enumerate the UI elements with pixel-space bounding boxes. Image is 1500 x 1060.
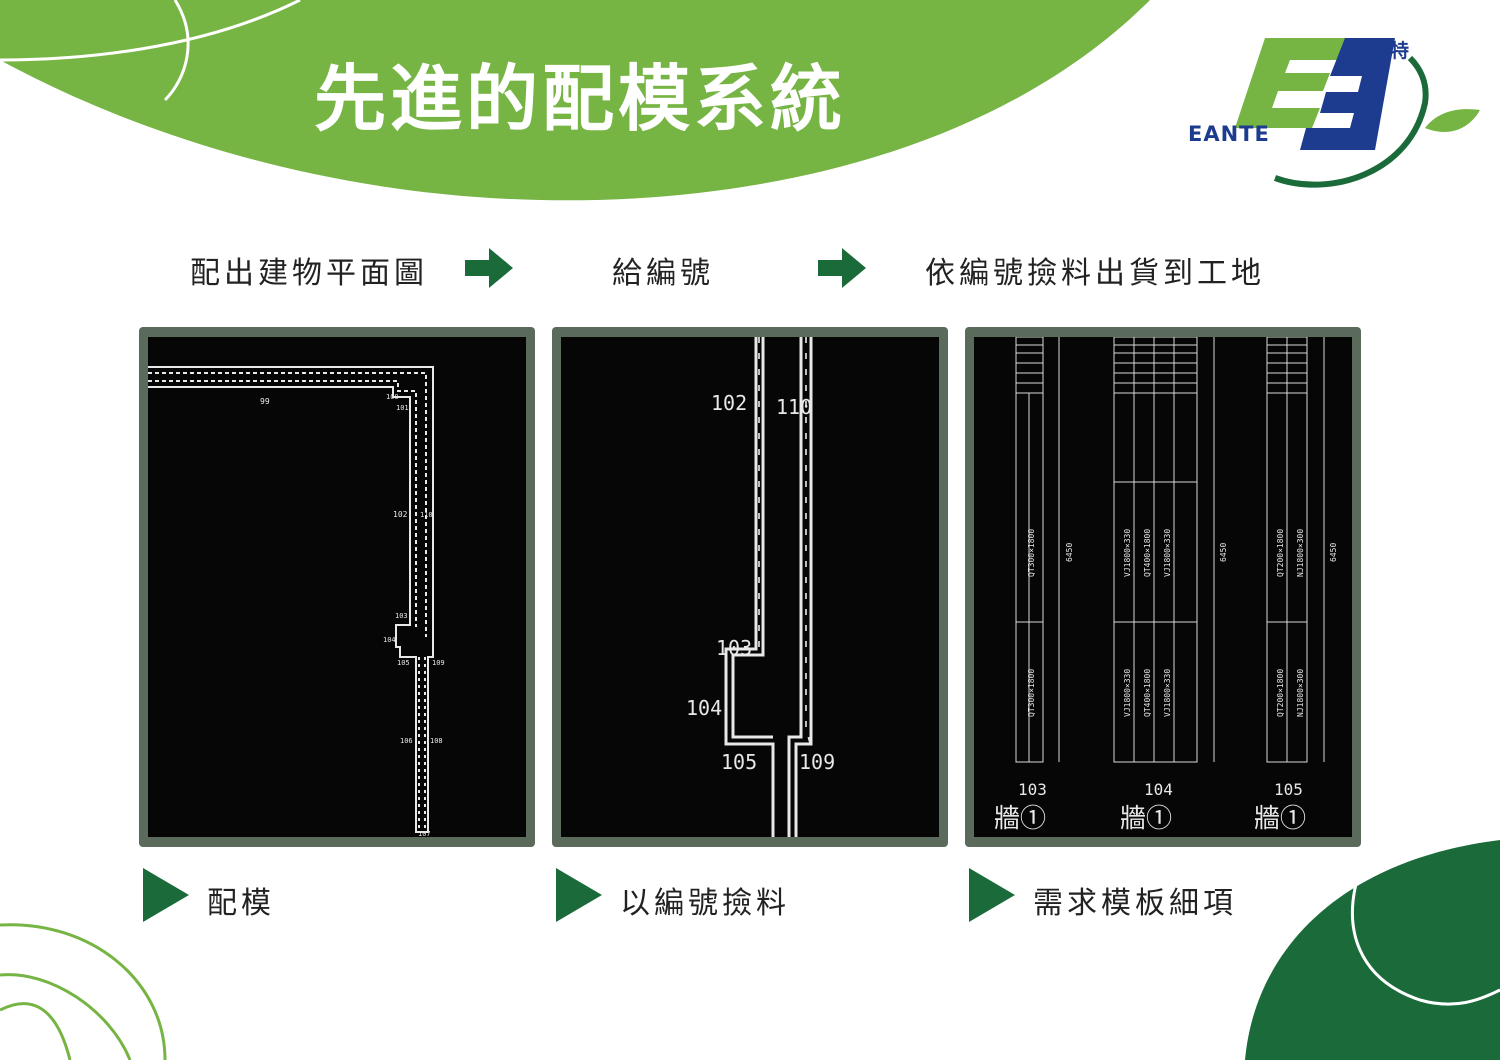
wall-label: 牆① xyxy=(1254,804,1306,834)
part-label: QT300×1800 xyxy=(1027,529,1036,577)
column-number: 104 xyxy=(1144,780,1173,799)
arrow-right-icon xyxy=(465,248,513,288)
dimension-label: 6450 xyxy=(1065,543,1074,562)
plan-label-110: 110 xyxy=(420,511,433,519)
dimension-label: 6450 xyxy=(1329,543,1338,562)
bottom-left-arc-3 xyxy=(0,1002,72,1060)
panel-numbered: 102 110 103 104 105 109 xyxy=(552,327,948,847)
play-triangle-icon xyxy=(556,868,602,922)
logo-green-swoosh xyxy=(1273,55,1429,188)
part-label: QT200×1800 xyxy=(1276,669,1285,717)
column-number: 105 xyxy=(1274,780,1303,799)
plan-label-99: 99 xyxy=(260,397,270,406)
number-label-110: 110 xyxy=(776,395,812,419)
plan-label-109: 109 xyxy=(432,659,445,667)
detail-column-1: QT300×1800 QT300×1800 6450 103 牆① xyxy=(994,337,1074,834)
wall-outline-inner xyxy=(148,372,427,637)
play-triangle-icon xyxy=(143,868,189,922)
part-label: QT300×1800 xyxy=(1027,669,1036,717)
logo-leaf-icon xyxy=(1425,109,1480,132)
wall-label: 牆① xyxy=(994,804,1046,834)
plan-label-105: 105 xyxy=(397,659,410,667)
bottom-right-dark-green xyxy=(1245,840,1500,1060)
arrow-right-icon xyxy=(818,248,866,288)
step-1-label: 配出建物平面圖 xyxy=(190,256,428,291)
logo-brand-chinese: 易安特 xyxy=(1352,40,1410,62)
left-wall-outline xyxy=(724,337,775,837)
dimension-label: 6450 xyxy=(1219,543,1228,562)
panel-detail: QT300×1800 QT300×1800 6450 103 牆① VJ1800… xyxy=(965,327,1361,847)
plan-label-104: 104 xyxy=(383,636,396,644)
detail-drawing: QT300×1800 QT300×1800 6450 103 牆① VJ1800… xyxy=(994,337,1338,834)
panel-floor-plan: 99 100 101 102 110 103 104 105 109 106 1… xyxy=(139,327,535,847)
plan-label-100: 100 xyxy=(386,393,399,401)
number-label-105: 105 xyxy=(721,750,757,774)
logo-blue-block xyxy=(1300,38,1395,150)
part-label: QT400×1800 xyxy=(1143,669,1152,717)
floor-plan-drawing: 99 100 101 102 110 103 104 105 109 106 1… xyxy=(148,366,445,837)
part-label: VJ1800×330 xyxy=(1123,669,1132,717)
wall-label: 牆① xyxy=(1120,804,1172,834)
numbered-drawing: 102 110 103 104 105 109 xyxy=(686,337,835,837)
bottom-right-white-arc xyxy=(1351,869,1500,1006)
logo-brand-english: EANTE xyxy=(1188,122,1270,146)
part-label: VJ1800×330 xyxy=(1123,529,1132,577)
part-label: VJ1800×330 xyxy=(1163,669,1172,717)
right-wall-outline xyxy=(787,337,813,837)
brand-logo xyxy=(1235,38,1480,188)
column-number: 103 xyxy=(1018,780,1047,799)
bottom-left-arc-2 xyxy=(0,973,132,1060)
number-label-102: 102 xyxy=(711,391,747,415)
part-label: NJ1800×300 xyxy=(1296,669,1305,717)
caption-3: 需求模板細項 xyxy=(1033,886,1237,921)
part-label: QT400×1800 xyxy=(1143,529,1152,577)
detail-column-2: VJ1800×330 QT400×1800 VJ1800×330 VJ1800×… xyxy=(1113,337,1228,834)
plan-label-101: 101 xyxy=(396,404,409,412)
caption-1: 配模 xyxy=(207,886,275,921)
number-label-103: 103 xyxy=(716,636,752,660)
number-label-104: 104 xyxy=(686,696,722,720)
plan-label-103: 103 xyxy=(395,612,408,620)
detail-column-3: QT200×1800 NJ1800×300 QT200×1800 NJ1800×… xyxy=(1254,337,1338,834)
number-label-109: 109 xyxy=(799,750,835,774)
plan-label-108: 108 xyxy=(430,737,443,745)
caption-2: 以編號撿料 xyxy=(620,886,790,921)
part-label: QT200×1800 xyxy=(1276,529,1285,577)
logo-green-block xyxy=(1235,38,1350,128)
plan-label-107: 107 xyxy=(418,830,431,837)
play-triangle-icon xyxy=(969,868,1015,922)
plan-label-102: 102 xyxy=(393,510,408,519)
plan-label-106: 106 xyxy=(400,737,413,745)
part-label: NJ1800×300 xyxy=(1296,529,1305,577)
part-label: VJ1800×330 xyxy=(1163,529,1172,577)
wall-outline-outer xyxy=(148,366,434,833)
step-3-label: 依編號撿料出貨到工地 xyxy=(925,256,1265,291)
step-2-label: 給編號 xyxy=(612,256,714,291)
page-title: 先進的配模系統 xyxy=(313,57,846,141)
bottom-left-arc-1 xyxy=(0,923,167,1060)
wall-separator xyxy=(418,657,426,832)
